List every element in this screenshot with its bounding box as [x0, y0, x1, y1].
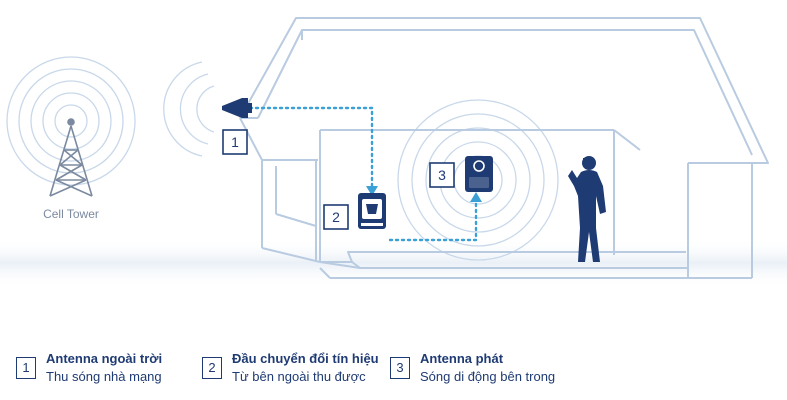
callout-2: 2	[323, 204, 349, 230]
outdoor-antenna-signal-arcs	[163, 61, 215, 157]
house-outline	[239, 17, 769, 279]
legend-title: Antenna ngoài trời	[46, 351, 163, 366]
cell-tower-icon	[49, 118, 93, 197]
legend-number: 1	[16, 357, 36, 379]
tower-label: Cell Tower	[43, 207, 99, 221]
legend-subtitle: Từ bên ngoài thu được	[232, 369, 366, 384]
cable-arrow-down	[366, 186, 378, 196]
indoor-antenna-signal-rings	[397, 99, 559, 261]
indoor-antenna-icon	[465, 156, 493, 192]
ground-shade	[0, 238, 787, 288]
legend-title: Đầu chuyển đổi tín hiệu	[232, 351, 379, 366]
legend-number: 2	[202, 357, 222, 379]
legend-title: Antenna phát	[420, 351, 504, 366]
callout-3: 3	[429, 162, 455, 188]
booster-device-icon	[358, 193, 386, 229]
dotted-cable	[248, 106, 478, 242]
tower-signal-rings	[6, 56, 136, 186]
outdoor-antenna-icon	[222, 98, 252, 118]
booster-diagram: Cell Tower	[0, 17, 787, 288]
cable-arrow-up	[470, 192, 482, 202]
legend-subtitle: Thu sóng nhà mạng	[46, 369, 162, 384]
callout-1: 1	[222, 129, 248, 155]
legend-number: 3	[390, 357, 410, 379]
legend-subtitle: Sóng di động bên trong	[420, 369, 556, 384]
legend: 1 Antenna ngoài trời Thu sóng nhà mạng 2…	[16, 350, 787, 390]
svg-text:1: 1	[231, 134, 239, 150]
svg-text:3: 3	[438, 167, 446, 183]
svg-text:2: 2	[332, 209, 340, 225]
person-on-phone-icon	[568, 156, 606, 262]
